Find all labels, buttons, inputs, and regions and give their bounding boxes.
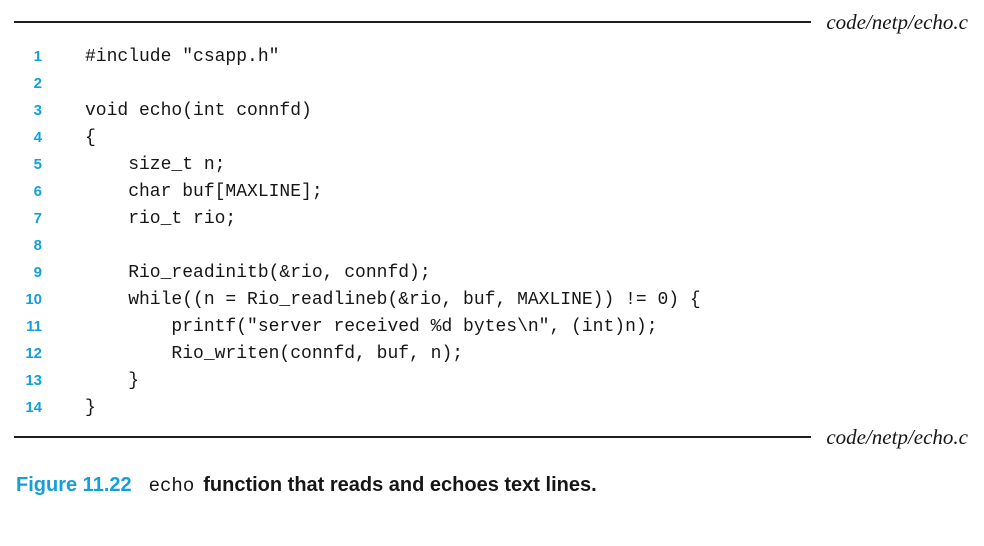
code-text: Rio_readinitb(&rio, connfd); — [85, 263, 431, 283]
code-text: { — [85, 128, 96, 148]
code-line: 4{ — [22, 124, 968, 151]
code-line: 6 char buf[MAXLINE]; — [22, 178, 968, 205]
line-number: 5 — [33, 156, 42, 173]
code-line: 9 Rio_readinitb(&rio, connfd); — [22, 259, 968, 286]
bottom-rule — [14, 436, 812, 438]
code-text: rio_t rio; — [85, 209, 237, 229]
code-line: 13 } — [22, 367, 968, 394]
line-number: 4 — [33, 129, 42, 146]
figure-caption: Figure 11.22 echo function that reads an… — [16, 474, 968, 497]
line-number: 1 — [33, 48, 42, 65]
code-line: 12 Rio_writen(connfd, buf, n); — [22, 340, 968, 367]
line-number: 6 — [33, 183, 42, 200]
code-text: #include "csapp.h" — [85, 47, 280, 67]
code-text: } — [85, 371, 140, 391]
code-line: 8 — [22, 232, 968, 259]
line-number: 8 — [33, 237, 42, 254]
code-text: char buf[MAXLINE]; — [85, 182, 323, 202]
source-header-row: code/netp/echo.c — [14, 10, 968, 34]
code-line: 2 — [22, 70, 968, 97]
code-listing: 1 #include "csapp.h" 2 3 void echo(int connf… — [22, 43, 968, 421]
line-number: 7 — [33, 210, 42, 227]
line-number: 3 — [33, 102, 42, 119]
line-number: 11 — [26, 318, 42, 335]
code-line: 14} — [22, 394, 968, 421]
code-text: } — [85, 398, 96, 418]
source-footer-row: code/netp/echo.c — [14, 425, 968, 449]
code-line: 11 printf("server received %d bytes\n", … — [22, 313, 968, 340]
caption-text: function that reads and echoes text line… — [203, 474, 597, 496]
line-number: 12 — [25, 345, 42, 362]
code-line: 1 #include "csapp.h" — [22, 43, 968, 70]
source-file-label-bottom: code/netp/echo.c — [826, 424, 968, 449]
figure-number-label: Figure 11.22 — [16, 474, 132, 496]
code-text: while((n = Rio_readlineb(&rio, buf, MAXL… — [85, 290, 701, 310]
code-text: printf("server received %d bytes\n", (in… — [85, 317, 658, 337]
top-rule — [14, 21, 812, 23]
code-text: Rio_writen(connfd, buf, n); — [85, 344, 464, 364]
code-line: 7 rio_t rio; — [22, 205, 968, 232]
code-line: 10 while((n = Rio_readlineb(&rio, buf, M… — [22, 286, 968, 313]
source-file-label-top: code/netp/echo.c — [826, 9, 968, 34]
code-line: 3 void echo(int connfd) — [22, 97, 968, 124]
code-text: void echo(int connfd) — [85, 101, 312, 121]
line-number: 2 — [33, 75, 42, 92]
line-number: 10 — [25, 291, 42, 308]
line-number: 9 — [33, 264, 42, 281]
code-line: 5 size_t n; — [22, 151, 968, 178]
caption-code-term: echo — [148, 475, 195, 497]
code-text: size_t n; — [85, 155, 226, 175]
line-number: 14 — [25, 399, 42, 416]
line-number: 13 — [25, 372, 42, 389]
